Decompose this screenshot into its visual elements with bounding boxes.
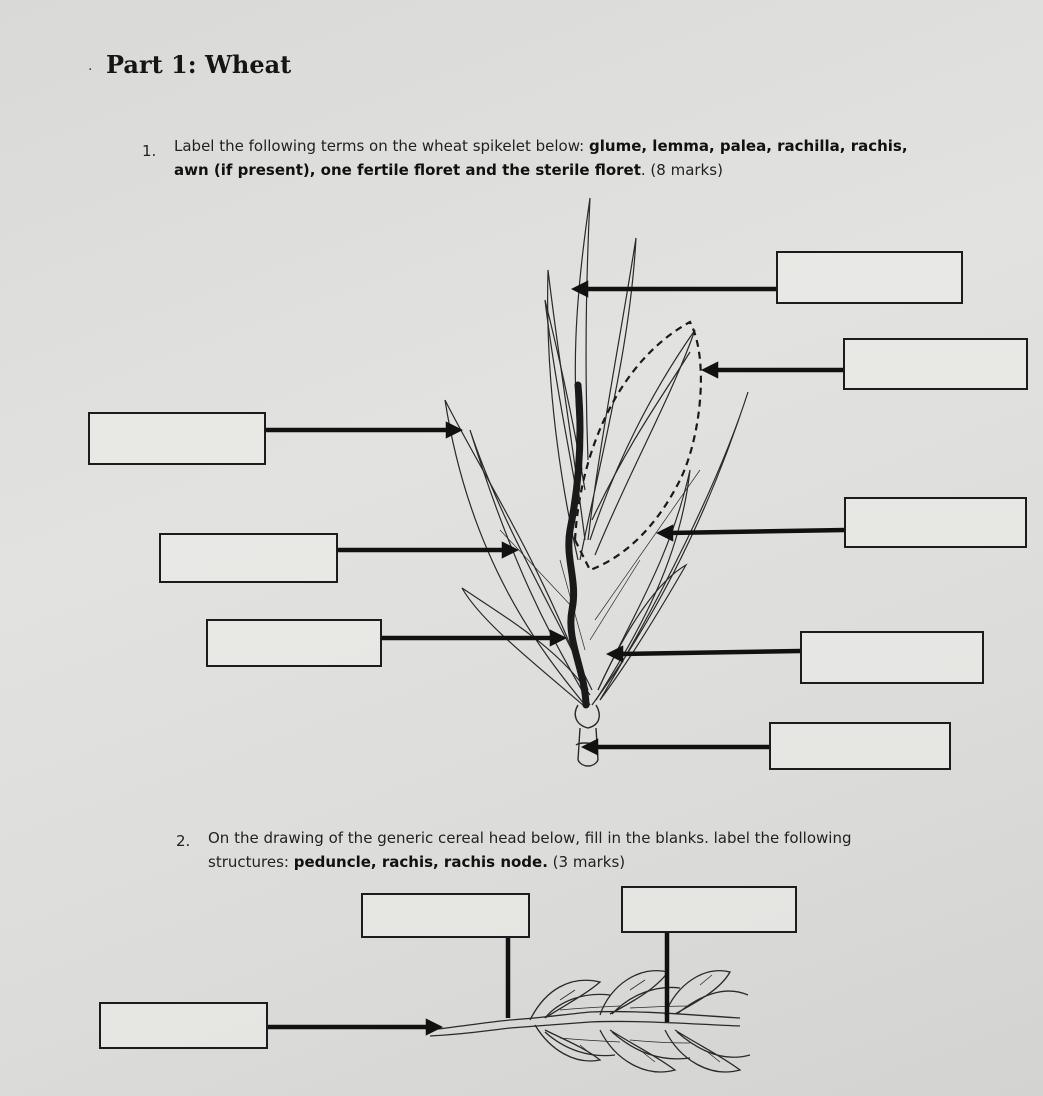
q1-label-box-rachis[interactable] [769,722,951,770]
question-1-terms-a: glume, lemma, palea, rachilla, rachis, [589,137,908,155]
q1-label-box-left-1[interactable] [88,412,266,465]
cereal-head-illustration [429,970,751,1073]
q2-label-box-top-left[interactable] [361,893,530,938]
question-2-number: 2. [176,832,191,850]
question-1-terms-b: awn (if present), one fertile floret and… [174,161,641,179]
q1-label-box-left-2[interactable] [159,533,338,583]
question-2-terms: peduncle, rachis, rachis node. [293,853,548,871]
q1-label-box-floret[interactable] [843,338,1028,390]
rachilla-stem [565,381,590,709]
q1-label-box-awn-area[interactable] [776,251,963,304]
floret-dashed-outline [573,320,703,572]
question-1-number: 1. [142,142,157,160]
q1-label-box-right-3[interactable] [844,497,1027,548]
question-1-prefix: Label the following terms on the wheat s… [174,137,590,155]
q1-leader-lines [265,280,846,756]
question-2-text: On the drawing of the generic cereal hea… [208,826,1008,874]
spikelet-illustration [444,197,749,706]
q1-label-box-left-3[interactable] [206,619,382,667]
question-2-prefix: structures: [208,853,294,871]
part-title: Part 1: Wheat [106,50,292,79]
q1-label-box-right-4[interactable] [800,631,984,684]
question-1-text: Label the following terms on the wheat s… [174,134,974,182]
q2-label-box-top-right[interactable] [621,886,797,933]
q2-label-box-left[interactable] [99,1002,268,1049]
question-1-marks: . (8 marks) [640,161,723,179]
question-2-marks: (3 marks) [547,853,626,871]
q2-leader-lines [268,932,670,1036]
rachis-base [574,704,601,767]
question-2-line1: On the drawing of the generic cereal hea… [208,829,852,847]
stray-dot: · [88,62,93,78]
